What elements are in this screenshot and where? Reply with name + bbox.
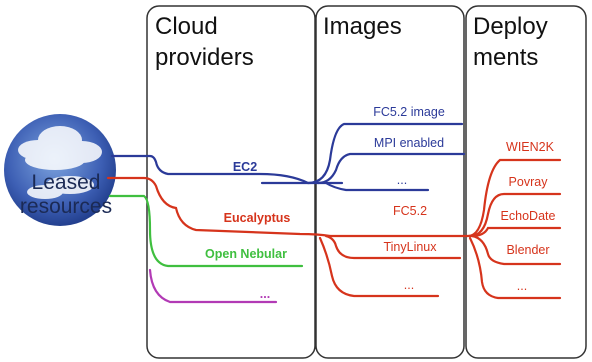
- connector-tinylinux: [324, 234, 462, 260]
- provider-open-nebular: Open Nebular: [205, 247, 287, 261]
- connector-eucalyptus: [106, 176, 332, 238]
- image-blue-more: ...: [396, 173, 408, 187]
- provider-more: ...: [259, 287, 271, 301]
- deployment-echodate: EchoDate: [500, 209, 556, 223]
- connector-open-nebular: [108, 194, 304, 268]
- deployment-wien2k: WIEN2K: [506, 140, 554, 154]
- connector-mpi-enabled: [316, 152, 466, 185]
- deployment-povray: Povray: [508, 175, 548, 189]
- image-tinylinux: TinyLinux: [383, 240, 437, 254]
- connector-blue-more: [324, 181, 430, 192]
- image-red-more: ...: [403, 278, 415, 292]
- deployments-panel: [465, 5, 587, 359]
- leased-resources-label: Leased resources: [19, 171, 113, 218]
- image-fc52: FC5.2: [392, 204, 428, 218]
- connector-red-more: [318, 236, 440, 298]
- image-mpi-enabled: MPI enabled: [373, 136, 445, 150]
- connector-povray: [468, 192, 562, 238]
- column-title-deployments: Deploy ments: [473, 13, 548, 71]
- deployment-blender: Blender: [506, 243, 550, 257]
- image-fc52-image: FC5.2 image: [373, 105, 445, 119]
- column-title-images: Images: [323, 13, 402, 40]
- provider-ec2: EC2: [232, 160, 258, 174]
- connector-wien2k: [466, 158, 562, 238]
- deployment-more: ...: [516, 279, 528, 293]
- column-title-providers: Cloud providers: [155, 13, 254, 71]
- connector-blender: [470, 234, 562, 266]
- connector-deploy-more: [468, 236, 562, 300]
- connector-ec2: [110, 154, 310, 185]
- cloud-icon: [4, 114, 116, 226]
- connector-provider-more: [148, 268, 278, 304]
- connector-fc52-image: [306, 122, 464, 185]
- provider-eucalyptus: Eucalyptus: [223, 211, 291, 225]
